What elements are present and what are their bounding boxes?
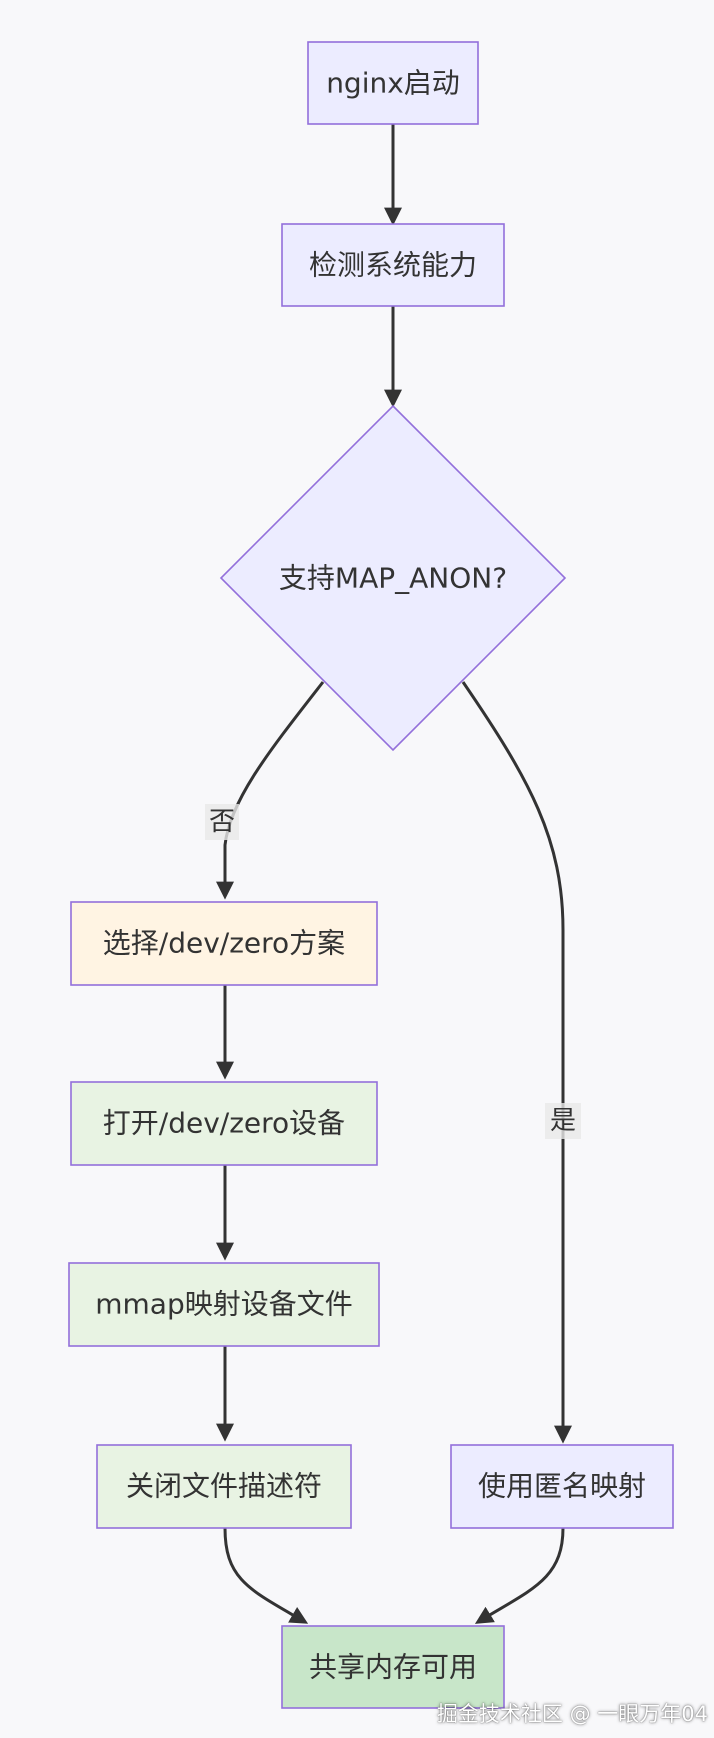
edge-label-no-text: 否 xyxy=(209,807,235,837)
node-open-zero: 打开/dev/zero设备 xyxy=(70,1081,378,1166)
node-mmap-file-label: mmap映射设备文件 xyxy=(95,1288,352,1321)
edge-decision-to-anon-yes xyxy=(461,681,572,1444)
node-start: nginx启动 xyxy=(307,41,479,125)
edge-label-yes: 是 xyxy=(545,1103,581,1139)
node-shared-mem-label: 共享内存可用 xyxy=(309,1651,477,1684)
node-anon-map-label: 使用匿名映射 xyxy=(478,1470,646,1503)
edge-decision-to-choose-no xyxy=(216,681,325,900)
edge-label-no: 否 xyxy=(205,804,239,840)
node-close-fd: 关闭文件描述符 xyxy=(96,1444,352,1529)
node-open-zero-label: 打开/dev/zero设备 xyxy=(103,1107,345,1140)
node-start-label: nginx启动 xyxy=(326,67,460,100)
edge-close-to-shared xyxy=(223,1527,309,1624)
edge-anon-to-shared xyxy=(474,1527,565,1624)
node-decision-label: 支持MAP_ANON? xyxy=(279,562,507,595)
node-decision: 支持MAP_ANON? xyxy=(219,404,567,752)
node-detect-label: 检测系统能力 xyxy=(309,249,477,282)
watermark: 掘金技术社区 @ 一眼万年04 xyxy=(436,1702,708,1726)
node-shared-mem: 共享内存可用 xyxy=(281,1625,505,1709)
node-mmap-file: mmap映射设备文件 xyxy=(68,1262,380,1347)
node-close-fd-label: 关闭文件描述符 xyxy=(126,1470,322,1503)
node-detect: 检测系统能力 xyxy=(281,223,505,307)
node-choose-zero: 选择/dev/zero方案 xyxy=(70,901,378,986)
edges xyxy=(216,124,572,1624)
node-anon-map: 使用匿名映射 xyxy=(450,1444,674,1529)
node-choose-zero-label: 选择/dev/zero方案 xyxy=(103,927,345,960)
edge-label-yes-text: 是 xyxy=(550,1106,576,1136)
